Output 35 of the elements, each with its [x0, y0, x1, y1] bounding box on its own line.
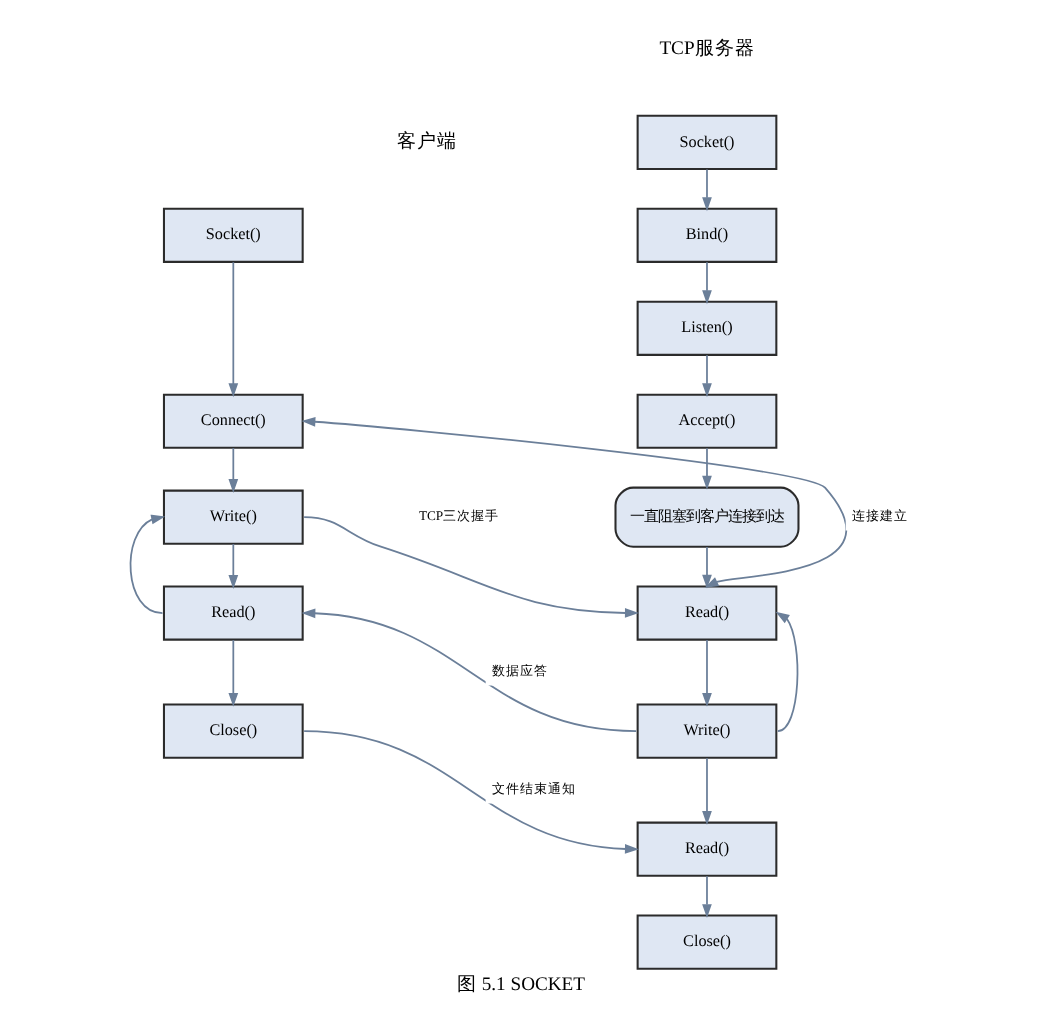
arrow: [701, 757, 711, 825]
node-box: Close(): [635, 914, 777, 970]
arrow: [302, 730, 638, 854]
node-box: Read(): [635, 821, 777, 877]
arrow: [227, 447, 238, 493]
caption: 图 5.1 SOCKET: [455, 973, 585, 996]
node-box: Close(): [161, 703, 303, 759]
arrow: [227, 543, 238, 589]
arrow: [701, 546, 711, 589]
arrow: [302, 516, 638, 618]
arrow: [701, 354, 711, 398]
label: 客户端: [395, 131, 456, 154]
arrow: [128, 514, 165, 614]
node-box: 一直阻塞到客户连接到达: [613, 486, 799, 548]
arrow: [701, 261, 711, 305]
arrow: [701, 168, 711, 212]
label: TCP服务器: [658, 38, 754, 61]
node-box: Socket(): [635, 114, 777, 170]
node-box: Socket(): [161, 207, 303, 263]
arrow: [701, 875, 711, 919]
arrow: [701, 639, 711, 707]
node-box: Bind(): [635, 207, 777, 263]
arrow: [300, 608, 637, 732]
node-box: Connect(): [161, 393, 303, 449]
node-box: Write(): [635, 703, 777, 759]
arrow: [227, 639, 238, 707]
node-box: Read(): [635, 585, 777, 641]
arrow: [701, 447, 711, 490]
node-box: Accept(): [635, 393, 777, 449]
node-box: Write(): [161, 489, 303, 545]
arrow: [774, 611, 798, 732]
arrow: [300, 416, 846, 588]
arrow: [227, 261, 238, 398]
node-box: Listen(): [635, 300, 777, 356]
node-box: Read(): [161, 585, 303, 641]
